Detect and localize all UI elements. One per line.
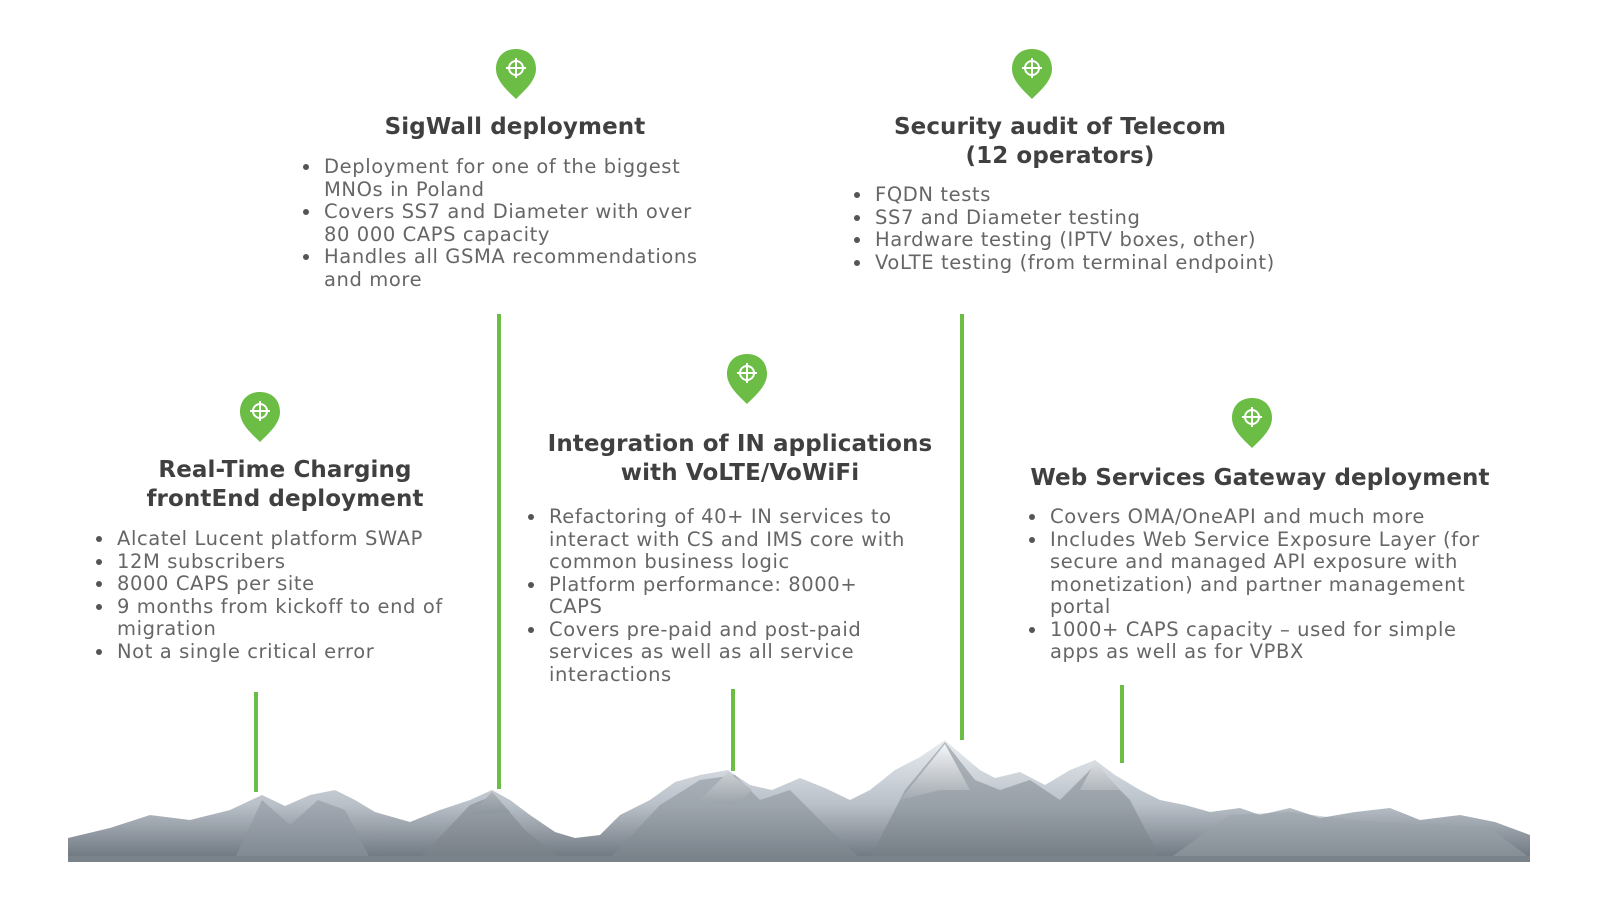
project-bullets-web-services-gateway: Covers OMA/OneAPI and much more Includes… (1028, 505, 1488, 664)
list-item: 9 months from kickoff to end of migratio… (95, 595, 475, 641)
map-pin-crosshair-icon (240, 392, 280, 442)
list-item: Alcatel Lucent platform SWAP (95, 527, 475, 551)
list-item: Includes Web Service Exposure Layer (for… (1028, 528, 1488, 619)
list-item: Covers pre-paid and post-paid services a… (527, 618, 917, 687)
project-bullets-real-time-charging: Alcatel Lucent platform SWAP 12M subscri… (95, 527, 475, 664)
title-line: Web Services Gateway deployment (1030, 465, 1490, 491)
timeline-stem-3 (731, 689, 735, 771)
list-item: Platform performance: 8000+ CAPS (527, 573, 917, 619)
timeline-stem-4 (960, 314, 964, 740)
title-line: with VoLTE/VoWiFi (620, 460, 860, 486)
timeline-stem-2 (497, 314, 501, 789)
project-bullets-security-audit: FQDN tests SS7 and Diameter testing Hard… (853, 183, 1313, 275)
title-line: Integration of IN applications (547, 431, 933, 457)
project-title-sigwall: SigWall deployment (315, 113, 715, 142)
list-item: Refactoring of 40+ IN services to intera… (527, 505, 917, 574)
list-item: Covers SS7 and Diameter with over 80 000… (302, 200, 722, 246)
list-item: Covers OMA/OneAPI and much more (1028, 505, 1488, 529)
list-item: FQDN tests (853, 183, 1313, 207)
list-item: Not a single critical error (95, 640, 475, 664)
map-pin-crosshair-icon (496, 49, 536, 99)
map-pin-crosshair-icon (1232, 398, 1272, 448)
list-item: Hardware testing (IPTV boxes, other) (853, 228, 1313, 252)
list-item: Deployment for one of the biggest MNOs i… (302, 155, 722, 201)
project-title-real-time-charging: Real-Time Charging frontEnd deployment (110, 456, 460, 514)
map-pin-crosshair-icon (1012, 49, 1052, 99)
project-bullets-sigwall: Deployment for one of the biggest MNOs i… (302, 155, 722, 291)
title-line: Security audit of Telecom (893, 114, 1227, 140)
project-title-in-integration: Integration of IN applications with VoLT… (525, 430, 955, 488)
project-title-security-audit: Security audit of Telecom (12 operators) (840, 113, 1280, 171)
list-item: VoLTE testing (from terminal endpoint) (853, 251, 1313, 275)
list-item: 1000+ CAPS capacity – used for simple ap… (1028, 618, 1488, 664)
list-item: Handles all GSMA recommendations and mor… (302, 245, 722, 291)
title-line: (12 operators) (965, 143, 1155, 169)
map-pin-crosshair-icon (727, 354, 767, 404)
project-title-web-services-gateway: Web Services Gateway deployment (1030, 464, 1490, 493)
project-bullets-in-integration: Refactoring of 40+ IN services to intera… (527, 505, 917, 687)
timeline-stem-5 (1120, 685, 1124, 763)
list-item: 8000 CAPS per site (95, 572, 475, 596)
title-line: SigWall deployment (384, 114, 646, 140)
title-line: frontEnd deployment (146, 486, 424, 512)
timeline-stem-1 (254, 692, 258, 792)
title-line: Real-Time Charging (158, 457, 412, 483)
list-item: SS7 and Diameter testing (853, 206, 1313, 230)
list-item: 12M subscribers (95, 550, 475, 574)
